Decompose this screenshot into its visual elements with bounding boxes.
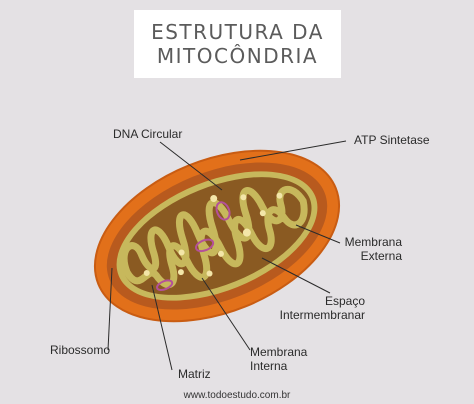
particle <box>242 228 251 237</box>
dna-leader <box>159 141 223 191</box>
label-dna-circular: DNA Circular <box>113 127 182 141</box>
espaco-leader <box>261 257 331 294</box>
dna-circle-1 <box>215 201 231 221</box>
footer-url: www.todoestudo.com.br <box>183 390 291 401</box>
label-membrana-interna-1: Membrana <box>250 345 308 359</box>
particle <box>259 210 266 217</box>
particle <box>217 250 224 257</box>
title-box: ESTRUTURA DA MITOCÔNDRIA <box>134 10 341 78</box>
matriz-leader <box>151 284 173 371</box>
label-atp-sintetase: ATP Sintetase <box>354 133 430 147</box>
title-line-1: ESTRUTURA DA <box>151 20 324 44</box>
cristae <box>120 186 308 289</box>
label-membrana-interna-2: Interna <box>250 359 288 373</box>
dna-circle-3 <box>156 279 174 291</box>
particle <box>178 249 185 256</box>
particle <box>206 270 213 277</box>
atp-leader <box>239 140 347 161</box>
membrana-externa-leader <box>295 224 341 244</box>
particle <box>143 270 150 277</box>
particle <box>177 269 184 276</box>
label-membrana-externa-1: Membrana <box>345 235 403 249</box>
particle <box>276 192 283 199</box>
label-espaco-1: Espaço <box>325 294 365 308</box>
membrana-interna-leader <box>201 277 251 351</box>
dna-circle-2 <box>195 238 215 253</box>
ribossomo-leader <box>107 267 113 351</box>
particle <box>210 195 218 203</box>
particle <box>240 194 247 201</box>
label-espaco-2: Intermembranar <box>280 308 365 322</box>
label-ribossomo: Ribossomo <box>50 343 110 357</box>
label-membrana-externa-2: Externa <box>361 249 403 263</box>
label-matriz: Matriz <box>178 367 211 381</box>
title-line-2: MITOCÔNDRIA <box>156 44 319 68</box>
